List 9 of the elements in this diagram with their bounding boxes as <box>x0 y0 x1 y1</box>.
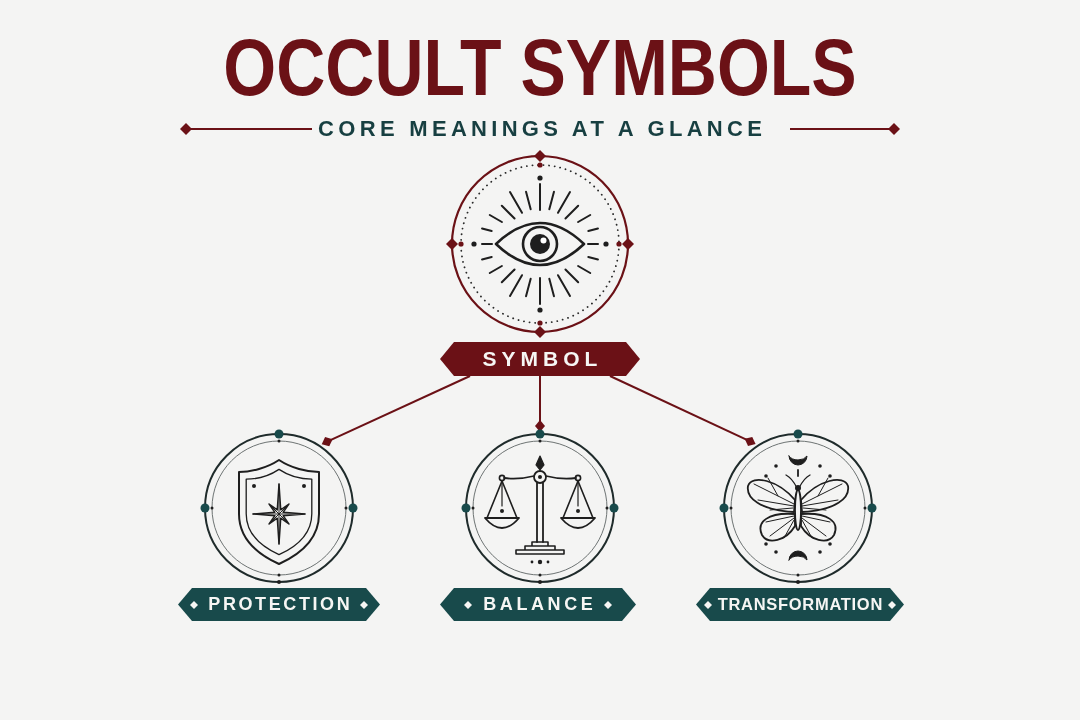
page-title: OCCULT SYMBOLS <box>223 28 857 108</box>
connector-line <box>535 375 545 432</box>
category-label: TRANSFORMATION <box>717 594 883 615</box>
connector-line <box>609 375 756 446</box>
connector-line <box>321 375 471 447</box>
subtitle: CORE MEANINGS AT A GLANCE <box>317 115 767 143</box>
category-label: SYMBOL <box>481 346 603 372</box>
category-label: PROTECTION <box>207 593 353 616</box>
category-label: BALANCE <box>482 593 597 616</box>
